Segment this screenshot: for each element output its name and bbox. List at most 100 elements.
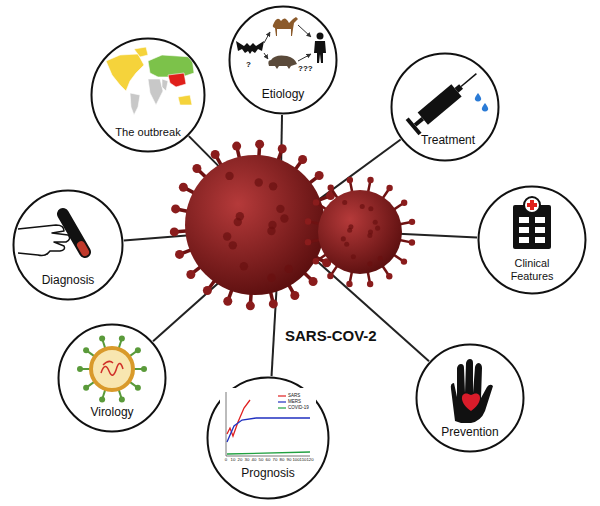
legend-row: MERS <box>278 399 309 405</box>
drawing-part <box>135 385 141 391</box>
virus-spike-tip <box>305 218 311 224</box>
virus-bump <box>375 226 380 231</box>
axis-tick: 50 <box>259 458 264 462</box>
drawing-part <box>88 351 94 356</box>
virus-bump <box>378 256 383 261</box>
virus-spike-tip <box>409 219 415 225</box>
drawing-part <box>99 336 105 342</box>
virus-spike-tip <box>192 164 201 173</box>
virus-spike-tip <box>401 200 407 206</box>
drawing-part <box>519 237 529 243</box>
drawing-part <box>103 340 105 348</box>
drawing-part <box>55 206 93 260</box>
axis-tick: 120 <box>306 458 313 462</box>
virus-bump <box>367 261 372 266</box>
virus-bump <box>269 182 277 190</box>
circle-outline <box>230 7 337 114</box>
axis-tick: 80 <box>280 458 285 462</box>
legend-text: SARS <box>288 394 300 399</box>
drawing-part <box>91 348 133 390</box>
map-region <box>130 93 140 115</box>
virus-spike-tip <box>170 227 179 236</box>
virus-bump <box>348 224 353 229</box>
virus-bump <box>236 212 244 220</box>
virus-bump <box>367 233 372 238</box>
drawing-part <box>76 240 91 258</box>
virus-spike-tip <box>346 281 352 287</box>
circle-outline <box>92 39 205 152</box>
topic-circle: Clinical Features <box>477 185 587 295</box>
virus-bump <box>373 220 378 225</box>
drawing-part <box>414 117 424 126</box>
drawing-part <box>519 227 529 233</box>
legend-line <box>278 400 286 404</box>
virus-body <box>185 155 325 295</box>
axis-tick: 20 <box>238 458 243 462</box>
topic-label: Etiology <box>262 88 305 102</box>
topic-circle: Etiology <box>228 5 338 115</box>
drop-icon <box>482 103 488 112</box>
virus-bump <box>255 178 263 186</box>
drawing-part <box>103 390 105 398</box>
person-icon <box>314 33 326 64</box>
topic-label: Virology <box>90 406 133 420</box>
drawing-part <box>535 217 545 223</box>
axis-tick: 40 <box>252 458 257 462</box>
axis-tick: 90 <box>287 458 292 462</box>
virus-bump <box>344 242 349 247</box>
drawing-part <box>317 33 324 40</box>
axis-tick: 100 <box>292 458 299 462</box>
topic-label: Diagnosis <box>42 274 95 288</box>
topic-circle: The outbreak <box>90 37 206 153</box>
topic-circle: Prevention <box>415 343 525 453</box>
virus-spike-tip <box>175 250 184 259</box>
drawing-part <box>226 456 310 457</box>
virus-spike-tip <box>246 301 255 310</box>
map-region <box>148 55 194 77</box>
virus-bump <box>368 206 373 211</box>
virus-bump <box>341 236 346 241</box>
data-line <box>227 418 310 442</box>
animal-sources <box>236 17 326 69</box>
drawing-part <box>119 340 121 348</box>
topic-label: Prognosis <box>241 467 294 481</box>
virus-bump <box>280 214 288 222</box>
virion-icon <box>77 336 147 403</box>
drawing-part <box>220 388 316 466</box>
map-region <box>148 79 163 105</box>
test-tube-hand-icon <box>18 206 93 260</box>
drawing-part <box>461 74 476 87</box>
bat-icon <box>236 41 264 54</box>
virus-spike-tip <box>179 183 188 192</box>
drawing-part <box>119 336 125 342</box>
virus-spike-tip <box>347 177 353 183</box>
chart-legend: SARSMERSCOVID-19 <box>278 393 309 411</box>
virus-illustration <box>170 140 415 311</box>
pangolin-icon <box>268 56 297 70</box>
axis-tick: 10 <box>231 458 236 462</box>
legend-line-sample <box>278 395 286 396</box>
drawing-part <box>130 351 136 356</box>
drawing-part <box>119 396 125 402</box>
axis-tick: 30 <box>245 458 250 462</box>
virus-spike-tip <box>327 273 333 279</box>
drawing-part <box>451 359 493 423</box>
virus-spike-tip <box>298 155 307 164</box>
drop-icon <box>475 93 481 102</box>
virus-spike-tip <box>313 258 319 264</box>
data-line <box>227 400 250 436</box>
drawing-part <box>88 382 94 387</box>
virus-bump <box>267 274 275 282</box>
drawing-part <box>77 366 83 372</box>
drawing-part <box>99 396 105 402</box>
drawing-part <box>535 237 545 243</box>
virus-spike-tip <box>186 270 195 279</box>
virus-hub: SARS-COV-2 <box>170 135 420 350</box>
drawing-part <box>462 393 480 411</box>
virus-bump <box>360 204 365 209</box>
circle-outline <box>208 378 329 499</box>
topic-circle: Diagnosis <box>12 189 124 301</box>
topic-label: Clinical Features <box>497 257 567 282</box>
data-line <box>227 452 310 454</box>
